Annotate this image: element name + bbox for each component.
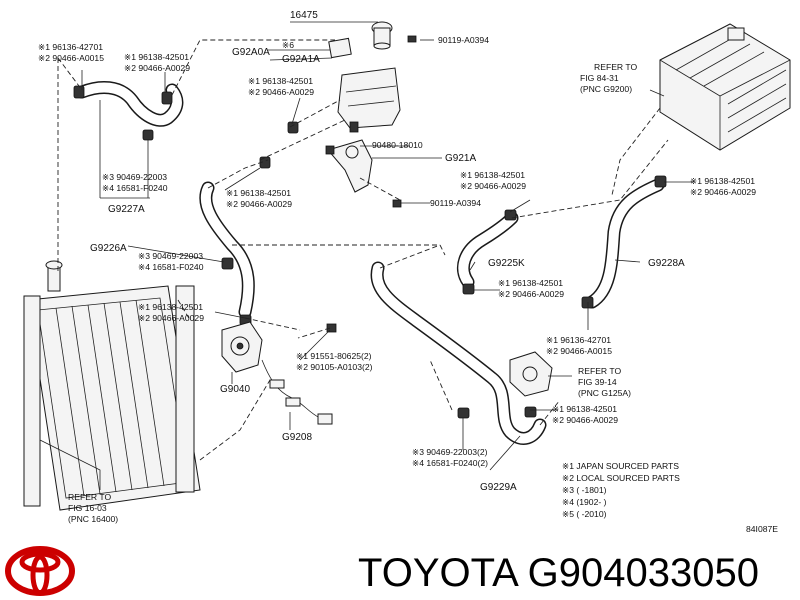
legend: ※1 JAPAN SOURCED PARTS ※2 LOCAL SOURCED … (562, 461, 680, 519)
callout-g9226: ※3 90469-22003 ※4 16581-F0240 (138, 251, 204, 272)
callout-right-1: ※1 96138-42501 ※2 90466-A0029 (460, 170, 526, 191)
callout-line: ※6 (282, 40, 294, 50)
callout-line: ※2 90466-A0029 (690, 187, 756, 197)
diagram-id: 84I087E (746, 524, 778, 534)
ref-fig-39: REFER TO FIG 39-14 (PNC G125A) (578, 366, 631, 398)
hose-g9227a (75, 81, 184, 127)
callout-mid: ※1 96138-42501 ※2 90466-A0029 (226, 188, 292, 209)
callout-line: ※1 96138-42501 (690, 176, 755, 186)
hose-g9225k (457, 211, 519, 289)
callout-line: ※1 96138-42501 (124, 52, 189, 62)
callout-line: ※3 90469-22003 (102, 172, 167, 182)
legend-line: ※5 ( -2010) (562, 509, 607, 519)
toyota-logo (5, 546, 75, 596)
callout-line: ※2 90466-A0029 (138, 313, 204, 323)
part-label-90480: 90480-18010 (372, 140, 423, 150)
leader-lines (39, 21, 695, 490)
callout-line: ※2 90466-A0015 (38, 53, 104, 63)
callout-line: ※4 16581-F0240 (138, 262, 204, 272)
code-g9226a: G9226A (90, 243, 127, 254)
callout-line: ※1 91551-80625(2) (296, 351, 372, 361)
callout-pump: ※1 96138-42501 ※2 90466-A0029 (138, 302, 204, 323)
code-g9208: G9208 (282, 432, 312, 443)
callout-line: ※4 16581-F0240 (102, 183, 168, 193)
hose-g9228a (585, 178, 665, 309)
callout-line: ※1 96138-42501 (552, 404, 617, 414)
callout-line: REFER TO (578, 366, 621, 376)
callout-top-left: ※1 96136-42701 ※2 90466-A0015 (38, 42, 104, 63)
callout-line: ※1 96138-42501 (248, 76, 313, 86)
ref-fig-84: REFER TO FIG 84-31 (PNC G9200) (580, 62, 637, 94)
callout-line: ※1 96138-42501 (226, 188, 291, 198)
callout-right-2: ※1 96138-42501 ※2 90466-A0029 (690, 176, 756, 197)
water-pump-g9040 (221, 321, 337, 373)
callout-g9229: ※3 90469-22003(2) ※4 16581-F0240(2) (412, 447, 488, 468)
callout-right-3: ※1 96138-42501 ※2 90466-A0029 (498, 278, 564, 299)
callouts: ※1 96136-42701 ※2 90466-A0015 ※1 96138-4… (38, 40, 756, 468)
code-g9225k: G9225K (488, 258, 525, 269)
code-g9227a: G9227A (108, 204, 145, 215)
callout-line: ※2 90466-A0029 (552, 415, 618, 425)
reservoir-tank (328, 21, 417, 133)
callout-line: FIG 16-03 (68, 503, 107, 513)
callout-line: ※2 90466-A0029 (498, 289, 564, 299)
callout-line: REFER TO (68, 492, 111, 502)
callout-right-4: ※1 96136-42701 ※2 90466-A0015 (546, 335, 612, 356)
thermostat-housing (509, 351, 553, 397)
part-number-title: TOYOTA G904033050 (358, 551, 759, 595)
callout-line: REFER TO (594, 62, 637, 72)
callout-line: (PNC G125A) (578, 388, 631, 398)
callout-line: ※1 96136-42701 (38, 42, 103, 52)
legend-line: ※4 (1902- ) (562, 497, 607, 507)
callout-line: FIG 84-31 (580, 73, 619, 83)
callout-line: ※2 90466-A0029 (248, 87, 314, 97)
callout-line: ※1 96138-42501 (138, 302, 203, 312)
callout-line: FIG 39-14 (578, 377, 617, 387)
part-label-90119-mid: 90119-A0394 (430, 198, 481, 208)
callout-line: ※1 96136-42701 (546, 335, 611, 345)
callout-line: ※3 90469-22003(2) (412, 447, 488, 457)
callout-line: (PNC G9200) (580, 84, 632, 94)
callout-top-center: ※1 96138-42501 ※2 90466-A0029 (124, 52, 190, 73)
callout-line: ※4 16581-F0240(2) (412, 458, 488, 468)
callout-bolt: ※1 91551-80625(2) ※2 90105-A0103(2) (296, 351, 373, 372)
callout-line: ※2 90466-A0029 (460, 181, 526, 191)
callout-g9227: ※3 90469-22003 ※4 16581-F0240 (102, 172, 168, 193)
code-g921a: G921A (445, 153, 476, 164)
legend-line: ※1 JAPAN SOURCED PARTS (562, 461, 679, 471)
callout-line: ※2 90466-A0015 (546, 346, 612, 356)
bracket-g921a (325, 139, 402, 208)
inverter-assembly (659, 23, 791, 151)
part-label-16475: 16475 (290, 10, 318, 21)
code-g9228a: G9228A (648, 258, 685, 269)
code-g9229a: G9229A (480, 482, 517, 493)
hose-g9229a (370, 261, 547, 445)
code-g92a1a: G92A1A (282, 54, 320, 65)
ref-fig-16: REFER TO FIG 16-03 (PNC 16400) (68, 492, 118, 524)
callout-line: ※2 90466-A0029 (226, 199, 292, 209)
wire-harness-g9208 (261, 359, 333, 425)
callout-line: ※3 90469-22003 (138, 251, 203, 261)
callout-line: ※2 90466-A0029 (124, 63, 190, 73)
callout-line: ※1 96138-42501 (460, 170, 525, 180)
callout-line: ※2 90105-A0103(2) (296, 362, 373, 372)
code-g9040: G9040 (220, 384, 250, 395)
dashed-lines (57, 39, 669, 461)
radiator (23, 260, 201, 511)
callout-reservoir: ※6 ※1 96138-42501 ※2 90466-A0029 (248, 40, 314, 97)
callout-right-5: ※1 96138-42501 ※2 90466-A0029 (552, 404, 618, 425)
callout-line: (PNC 16400) (68, 514, 118, 524)
legend-line: ※3 ( -1801) (562, 485, 607, 495)
code-labels: 16475 G92A0A G92A1A 90119-A0394 90480-18… (90, 10, 778, 534)
callout-line: ※1 96138-42501 (498, 278, 563, 288)
code-g92a0a: G92A0A (232, 47, 270, 58)
legend-line: ※2 LOCAL SOURCED PARTS (562, 473, 680, 483)
part-label-90119-top: 90119-A0394 (438, 35, 489, 45)
